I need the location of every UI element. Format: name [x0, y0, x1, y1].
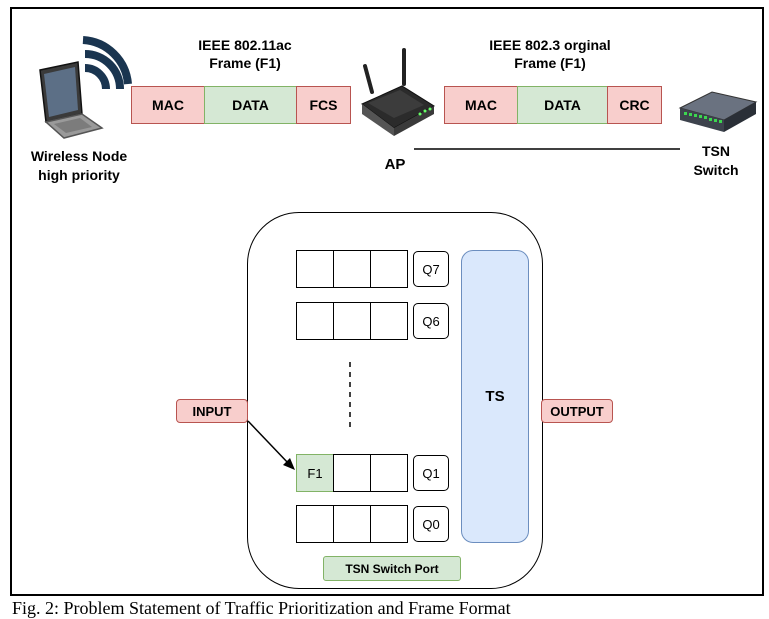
frame-8023-title-line2: Frame (F1) [514, 55, 586, 71]
output-label: OUTPUT [541, 399, 613, 423]
input-label: INPUT [176, 399, 248, 423]
queue-q1-slot: F1 [296, 454, 334, 492]
tsn-switch-label-line1: TSN [702, 143, 730, 159]
frame-80211-title-line2: Frame (F1) [209, 55, 281, 71]
frame-8023-data-field: DATA [517, 86, 608, 124]
frame-8023-title-line1: IEEE 802.3 orginal [489, 37, 611, 53]
wireless-node-label-line1: Wireless Node [30, 148, 128, 164]
frame-8023-crc-field: CRC [607, 86, 662, 124]
figure-border [10, 7, 764, 596]
wireless-node-label-line2: high priority [38, 167, 120, 183]
queue-q0-slot [370, 505, 408, 543]
frame-f1-label: F1 [307, 465, 323, 481]
transmission-scheduler-label: TS [485, 388, 505, 405]
queue-q1-slot [333, 454, 371, 492]
queue-q6-slot [296, 302, 334, 340]
frame-80211-fcs-field: FCS [296, 86, 351, 124]
frame-80211-mac-field: MAC [131, 86, 205, 124]
frame-80211-data-field: DATA [204, 86, 297, 124]
queue-q7-label: Q7 [413, 251, 449, 287]
queue-q6-slot [370, 302, 408, 340]
figure-caption: Fig. 2: Problem Statement of Traffic Pri… [12, 598, 511, 618]
ap-label: AP [384, 156, 406, 173]
queue-q0-slot [296, 505, 334, 543]
queue-ellipsis-dashes [349, 362, 351, 432]
queue-q7-slot [333, 250, 371, 288]
queue-q7-slot [370, 250, 408, 288]
queue-q0-slot [333, 505, 371, 543]
queue-q6-slot [333, 302, 371, 340]
access-point-router-icon [361, 48, 435, 136]
queue-q1-label: Q1 [413, 455, 449, 491]
frame-8023-mac-field: MAC [444, 86, 518, 124]
queue-q1-slot [370, 454, 408, 492]
queue-q7-slot [296, 250, 334, 288]
queue-q0-label: Q0 [413, 506, 449, 542]
transmission-scheduler-box [461, 250, 529, 543]
input-arrow [247, 420, 295, 470]
tsn-switch-icon [678, 91, 758, 132]
frame-80211-title-line1: IEEE 802.11ac [198, 37, 292, 53]
queue-q6-label: Q6 [413, 303, 449, 339]
tsn-switch-label-line2: Switch [693, 162, 739, 178]
tsn-switch-port-label: TSN Switch Port [323, 556, 461, 581]
ap-switch-link-line [414, 148, 680, 150]
laptop-wifi-icon [39, 36, 132, 139]
